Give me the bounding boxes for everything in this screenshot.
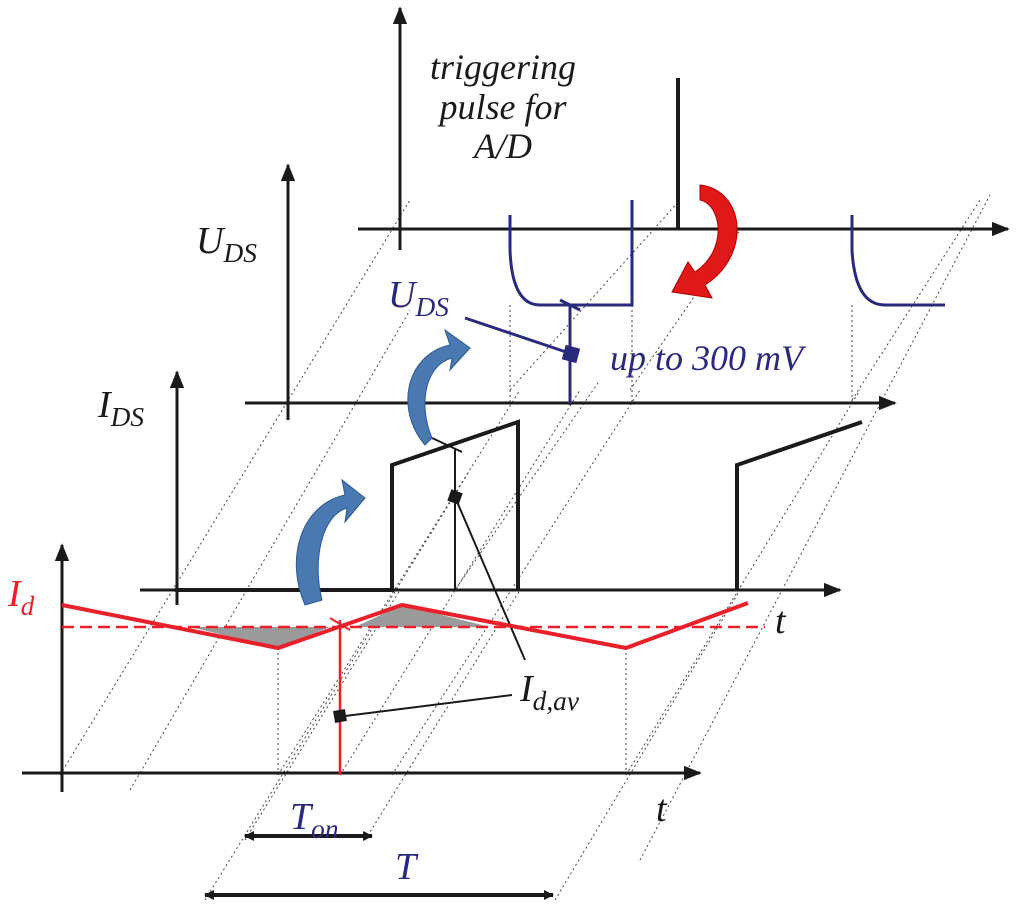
- idav-marker: [333, 709, 347, 723]
- t-axis-label-lower: t: [656, 788, 667, 830]
- blue-curved-arrow-lower: [295, 478, 366, 606]
- idav-pointer-upper: [454, 496, 526, 661]
- ids-axis-label: IDS: [98, 384, 145, 432]
- uds-callout-label: UDS: [388, 274, 449, 322]
- trigger-label-line1: triggering: [429, 47, 576, 87]
- uds-waveform: [464, 200, 945, 405]
- ids-waveform: [175, 419, 863, 592]
- id-axis-label: Id: [8, 573, 35, 621]
- blue-curved-arrow-upper: [407, 328, 471, 446]
- idav-pointer-lower: [344, 694, 513, 717]
- red-curved-arrow: [671, 184, 738, 299]
- uds-voltage-note: up to 300 mV: [610, 338, 803, 378]
- id-waveform: [61, 601, 765, 775]
- period-label: T: [395, 846, 417, 888]
- trigger-label-line3: A/D: [474, 126, 532, 167]
- t-axis-label-upper: t: [775, 600, 786, 642]
- idav-label: Id,av: [520, 668, 579, 716]
- trigger-label-line2: pulse for: [439, 86, 567, 127]
- ripple-shading: [190, 605, 490, 648]
- trigger-label: triggering pulse for A/D: [408, 47, 598, 167]
- ton-label: Ton: [290, 796, 339, 844]
- uds-axis-label: UDS: [196, 220, 257, 268]
